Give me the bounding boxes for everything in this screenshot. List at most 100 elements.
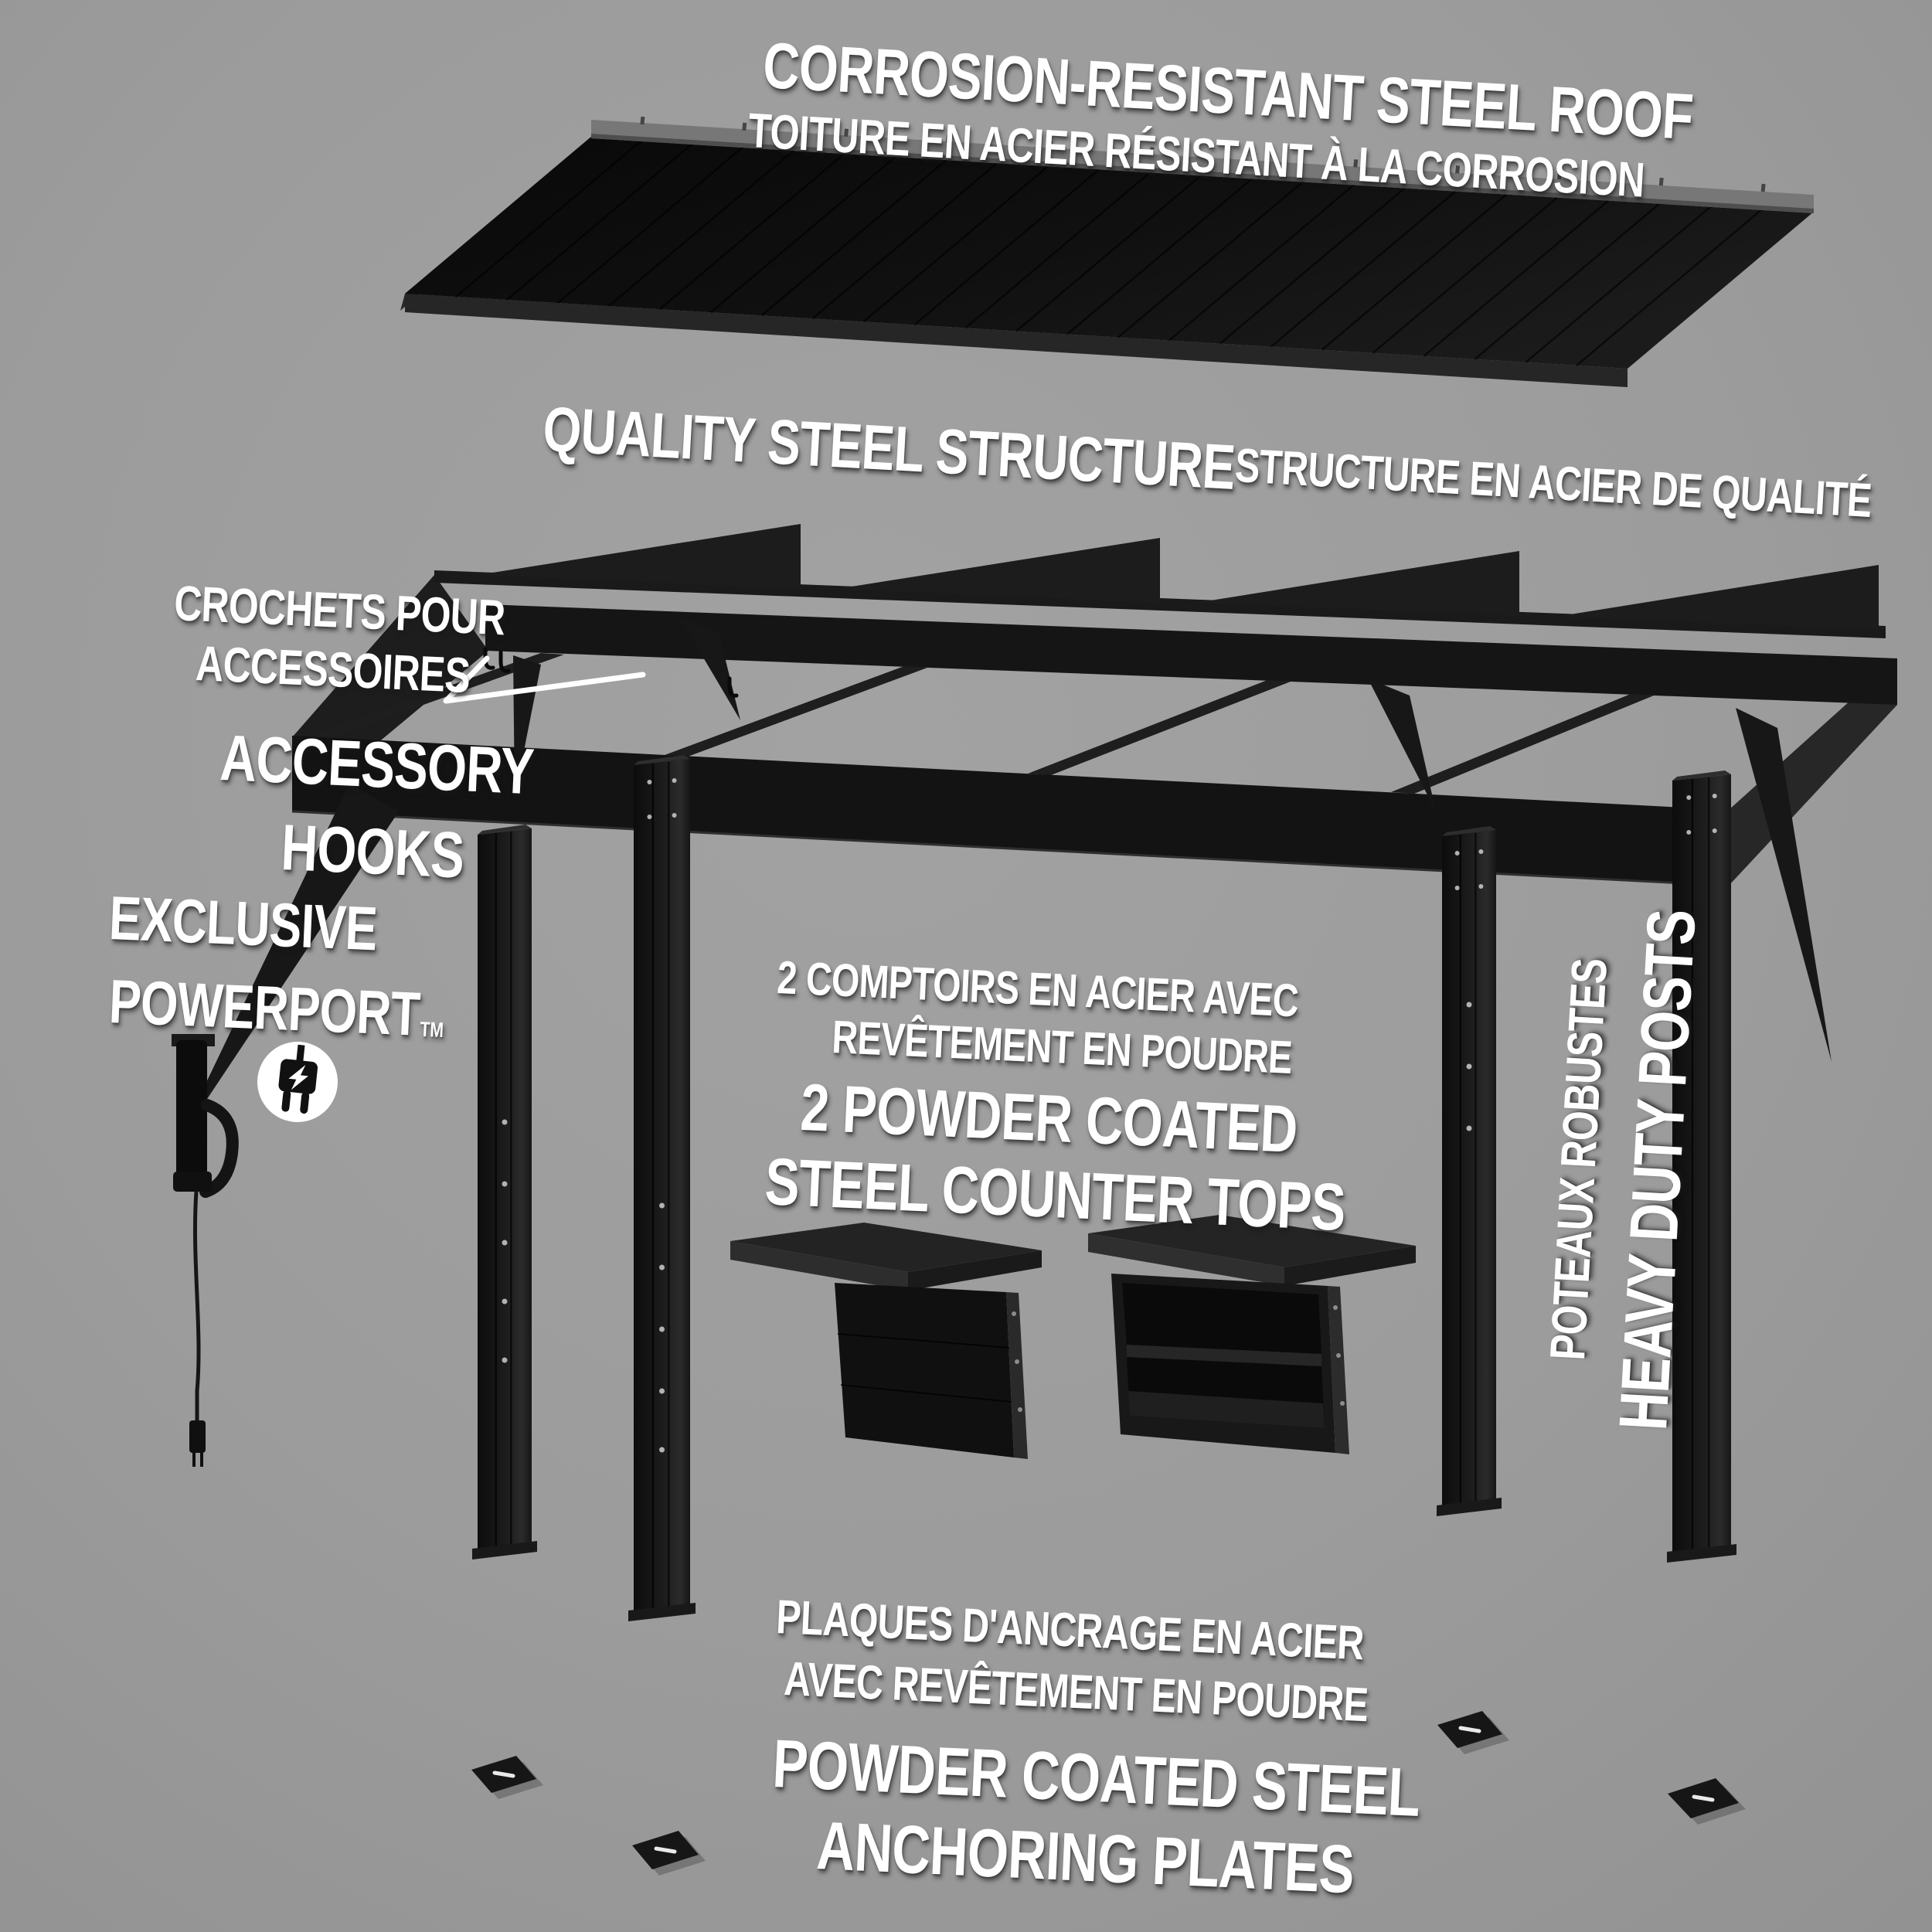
post-screw-hole	[659, 1264, 665, 1270]
post-screw-hole	[647, 780, 652, 784]
roof-rib	[1270, 189, 1458, 348]
counter-slab-front-edge	[1088, 1233, 1284, 1286]
label-hooks-en-line1: ACCESSORY	[218, 721, 536, 808]
counter-slab-right-edge	[908, 1250, 1042, 1291]
counter-side-strip	[1006, 1292, 1028, 1459]
trim-screw	[742, 122, 747, 131]
post-screw-hole	[672, 813, 677, 818]
rafter	[303, 653, 564, 740]
anchor-plate-2	[632, 1831, 706, 1876]
roof-trim-screws	[640, 116, 1766, 192]
post-body	[1672, 774, 1731, 1558]
post-screw-hole	[659, 1447, 665, 1453]
post-screw-hole	[659, 1326, 665, 1332]
label-hooks-fr-line2: ACCESSOIRES	[194, 635, 471, 704]
post-screw-hole	[1478, 884, 1484, 889]
trim-screw	[1760, 183, 1766, 192]
power-cord	[192, 1191, 201, 1420]
powerport-word: POWERPORT	[107, 967, 421, 1049]
post-screw-hole	[647, 815, 652, 819]
rafter-gusset	[478, 524, 801, 589]
post-left-rear	[472, 825, 537, 1560]
counter-side-strip	[1328, 1286, 1349, 1454]
post-screw-hole	[1466, 1002, 1472, 1008]
rafter	[665, 666, 927, 757]
roof-rib	[1117, 179, 1305, 338]
post-top-face	[478, 825, 532, 835]
frame-back-beam	[485, 604, 1897, 705]
trim-screw	[1658, 177, 1664, 186]
plate-slot	[1458, 1726, 1481, 1733]
shelf-bottom-rail	[1128, 1391, 1325, 1428]
trim-screw	[945, 134, 951, 143]
roof-rib	[1219, 185, 1407, 345]
roof-rib	[811, 161, 1000, 320]
roof-rib-lines	[455, 139, 1764, 366]
counter-slab-front-edge	[730, 1241, 908, 1291]
post-screw-hole	[1712, 828, 1717, 833]
post-top-face	[1442, 826, 1496, 836]
post-screw-hole	[502, 1119, 508, 1125]
panel-seam	[837, 1333, 1010, 1349]
anchoring-plates	[471, 1711, 1746, 1876]
anchor-plate-4	[1668, 1778, 1746, 1825]
screw-dot	[1340, 1401, 1345, 1406]
counter-top-slab	[730, 1223, 1042, 1272]
corner-brace	[1368, 679, 1436, 811]
trim-screw	[1353, 159, 1359, 168]
roof-rib	[556, 145, 745, 304]
label-powerport-line2: POWERPORTTM	[107, 967, 446, 1049]
post-body	[1442, 830, 1496, 1512]
roof-rib	[1066, 176, 1254, 335]
roof-rib	[1474, 201, 1662, 360]
post-screw-hole	[659, 1388, 665, 1394]
roof-trim-shade	[591, 134, 1814, 213]
rafter-gusset	[837, 538, 1160, 603]
post-screw-hole	[502, 1181, 508, 1187]
trim-screw	[1149, 147, 1155, 155]
post-screw-hole	[1712, 794, 1717, 798]
post-screw-hole	[1466, 1125, 1472, 1131]
roof-rib	[760, 158, 949, 317]
rafter-gusset	[1196, 551, 1519, 616]
lightning-bolt-glyph	[288, 1064, 308, 1090]
roof-rib	[506, 142, 694, 301]
post-screw-hole	[672, 778, 677, 783]
trim-screw	[1251, 153, 1257, 162]
label-hooks-fr-line1: CROCHETS POUR	[172, 575, 506, 646]
roof-rib	[964, 170, 1152, 329]
post-right-front	[1667, 770, 1736, 1563]
post-left-front	[628, 755, 696, 1621]
roof-rib	[455, 139, 643, 298]
post-body	[634, 759, 690, 1617]
roof-front-edge-face	[405, 294, 1628, 387]
post-screw-hole	[1454, 886, 1460, 890]
roof-rib	[1372, 195, 1560, 354]
anchor-plate-3	[1437, 1711, 1509, 1754]
corner-brace	[680, 618, 740, 720]
power-plug-lightning-icon	[257, 1042, 338, 1122]
powerport-base	[173, 1172, 212, 1192]
label-powerport-line1: EXCLUSIVE	[107, 883, 379, 964]
post-top-face	[1672, 770, 1731, 781]
roof-rib	[862, 164, 1051, 323]
steel-roof	[400, 116, 1814, 387]
anchor-plate-1	[471, 1756, 543, 1799]
roof-rib	[1423, 198, 1611, 357]
roof-rib	[709, 155, 898, 314]
powerport-device	[172, 1034, 239, 1467]
shelf-board-edge	[1127, 1345, 1321, 1366]
post-right-rear	[1437, 826, 1502, 1516]
trademark-symbol: TM	[419, 1017, 444, 1043]
counter-back-panel	[835, 1283, 1014, 1458]
powerport-hook-arm	[199, 1099, 239, 1198]
post-foot	[1667, 1544, 1736, 1563]
post-screw-hole	[502, 1298, 508, 1304]
screw-dot	[1336, 1353, 1341, 1358]
roof-rib	[913, 167, 1101, 326]
shelf-upper-recess	[1122, 1283, 1321, 1354]
post-foot	[628, 1603, 696, 1621]
corner-brace	[176, 784, 399, 1145]
